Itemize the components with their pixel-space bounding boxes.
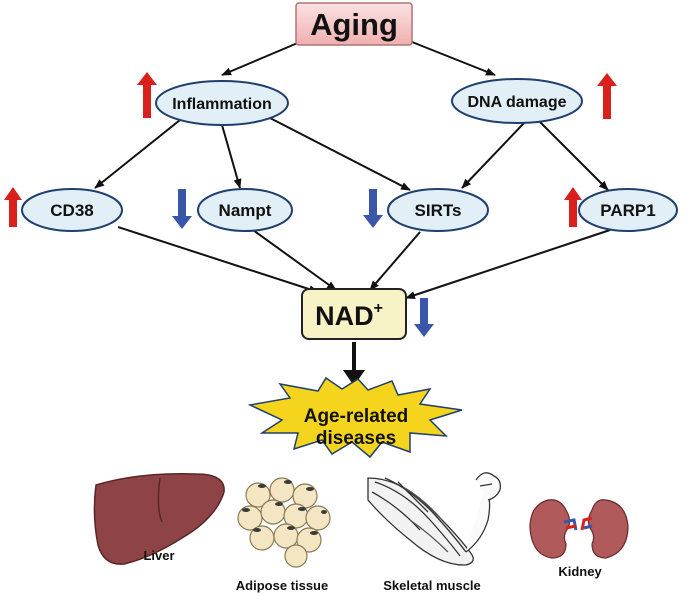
nad-superscript: + <box>374 300 383 317</box>
inflammation-node: Inflammation <box>155 80 289 126</box>
cd38-label: CD38 <box>50 201 93 220</box>
diseases-line1: Age-related <box>304 406 409 427</box>
liver-illustration: Liver <box>93 473 225 565</box>
nad-down-arrow <box>414 298 434 337</box>
arrow-nampt-to-nad <box>252 229 337 291</box>
arrow-inflammation-to-sirts <box>269 117 411 191</box>
adipose-label: Adipose tissue <box>236 578 328 593</box>
arrow-aging-to-dna-damage <box>411 41 496 76</box>
diseases-line2: diseases <box>316 428 396 449</box>
inflammation-up-arrow <box>137 72 157 118</box>
right-kidney-icon <box>587 499 629 559</box>
sirts-label: SIRTs <box>415 201 462 220</box>
trend-arrows <box>4 72 617 337</box>
arm-muscle-icon <box>367 472 502 566</box>
dna-damage-label: DNA damage <box>468 94 567 111</box>
muscle-illustration: Skeletal muscle <box>367 472 502 593</box>
diseases-burst: Age-related diseases <box>247 376 463 459</box>
cd38-up-arrow <box>4 187 22 227</box>
connector-arrows <box>94 41 611 299</box>
inflammation-label: Inflammation <box>172 96 272 113</box>
arrow-parp1-to-nad <box>405 229 611 299</box>
kidney-label: Kidney <box>558 564 602 579</box>
left-kidney-icon <box>529 499 571 559</box>
svg-text:NAD+: NAD+ <box>315 300 383 331</box>
arrow-inflammation-to-cd38 <box>94 119 181 189</box>
arrow-sirts-to-nad <box>369 231 421 291</box>
aging-label: Aging <box>310 7 398 42</box>
sirts-down-arrow <box>363 189 383 228</box>
parp1-label: PARP1 <box>600 201 655 220</box>
nad-label: NAD <box>315 301 374 331</box>
fat-cell-nuclei <box>242 480 327 535</box>
arrow-cd38-to-nad <box>117 226 319 294</box>
dna-damage-node: DNA damage <box>451 78 583 124</box>
arrow-dna-damage-to-sirts <box>461 121 526 189</box>
arrow-aging-to-inflammation <box>221 41 301 76</box>
nampt-label: Nampt <box>219 201 272 220</box>
liver-label: Liver <box>143 548 174 563</box>
arrow-dna-damage-to-parp1 <box>539 121 609 191</box>
nampt-down-arrow <box>172 189 192 229</box>
cd38-node: CD38 <box>21 188 123 232</box>
arrow-inflammation-to-nampt <box>221 124 242 189</box>
liver-icon <box>93 473 225 565</box>
parp1-up-arrow <box>564 187 582 227</box>
fat-cells-icon <box>237 477 331 568</box>
nampt-node: Nampt <box>197 188 293 232</box>
aging-node: Aging <box>295 2 413 46</box>
parp1-node: PARP1 <box>578 188 678 232</box>
nad-to-diseases-arrow <box>343 342 365 386</box>
kidney-illustration: Kidney <box>529 499 629 579</box>
adipose-illustration: Adipose tissue <box>236 477 331 593</box>
sirts-node: SIRTs <box>387 188 489 232</box>
nad-node: NAD+ <box>301 288 407 340</box>
muscle-label: Skeletal muscle <box>383 578 481 593</box>
dna-damage-up-arrow <box>597 73 617 119</box>
